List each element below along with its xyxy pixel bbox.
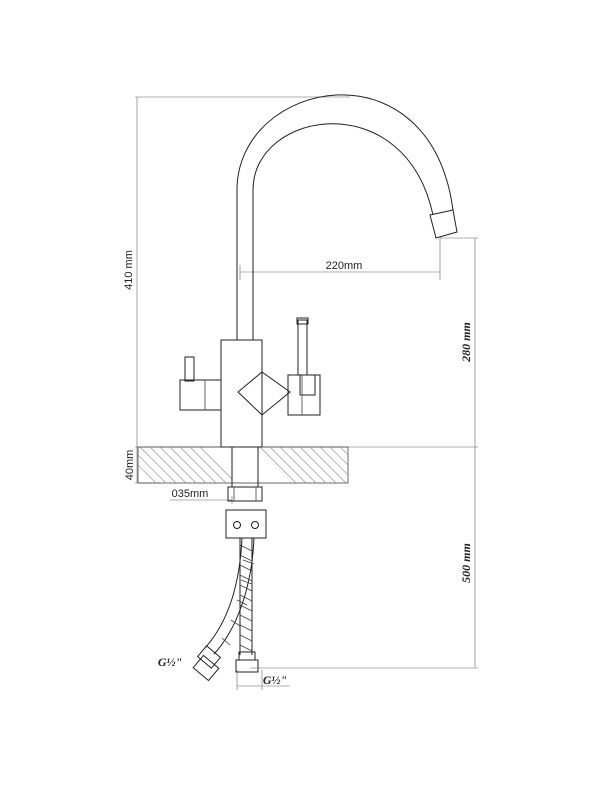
label-spout-reach: 220mm [326, 260, 363, 272]
label-hose-thread-left: G½" [158, 655, 182, 669]
screw-icon [233, 521, 241, 529]
dimension-lines [135, 96, 478, 690]
label-height-total: 410 mm [123, 250, 135, 290]
screw-icon [251, 521, 259, 529]
supply-hoses [192, 537, 259, 682]
label-hose-thread-right: G½" [263, 673, 287, 687]
label-shank-diameter: 035mm [172, 488, 209, 500]
label-deck-thickness: 40mm [124, 450, 136, 481]
mounting-shank [225, 446, 267, 539]
faucet-body [179, 94, 458, 448]
countertop-deck [137, 446, 349, 484]
label-hose-length: 500 mm [459, 543, 473, 583]
label-spout-height: 280 mm [459, 322, 473, 363]
